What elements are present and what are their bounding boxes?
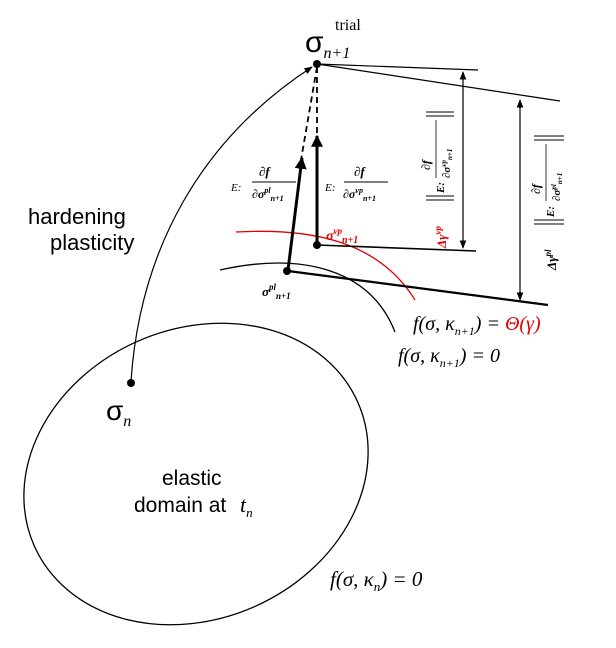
extension-trial-to-vp-bar: [316, 63, 479, 71]
sigma-trial-superscript: trial: [335, 17, 361, 34]
point-sigma-vp: [313, 241, 321, 249]
svg-text:∂σpln+1: ∂σpln+1: [252, 186, 284, 203]
yield-surface-theta: [235, 230, 416, 301]
domain-at-label: domain at: [134, 494, 226, 517]
svg-text:Δγvp: Δγvp: [433, 225, 449, 249]
flow-direction-pl-label: E: ∂f ∂σpln+1: [230, 164, 296, 203]
svg-text:∂f: ∂f: [354, 164, 366, 179]
svg-text:Δγpl: Δγpl: [543, 249, 559, 271]
svg-text:∂f: ∂f: [419, 159, 433, 170]
svg-text:E:: E:: [230, 182, 241, 194]
sigma-n-label: σn: [106, 395, 131, 430]
svg-text:E:: E:: [545, 206, 557, 218]
sigma-pl-label: σpln+1: [262, 282, 291, 301]
loading-path-arrow: [130, 66, 313, 382]
svg-text:∂σvpn+1: ∂σvpn+1: [440, 149, 454, 178]
hardening-label: hardening: [28, 204, 126, 229]
sigma-vp-label: σvpn+1: [326, 226, 358, 246]
yield-function-n1-zero: f(σ, κn+1) = 0: [398, 345, 500, 370]
svg-text:E:: E:: [324, 182, 335, 194]
point-sigma-pl: [283, 267, 291, 275]
plasticity-label: plasticity: [50, 230, 134, 255]
corrector-arrow-pl: [286, 156, 307, 271]
delta-gamma-vp-magnitude: Δγvp E: ∂f ∂σvpn+1: [419, 111, 454, 249]
dashed-line-pl: [300, 66, 318, 161]
point-sigma-trial: [313, 60, 321, 68]
elastic-label: elastic: [162, 467, 222, 490]
yield-function-n: f(σ, κn) = 0: [330, 567, 423, 594]
delta-gamma-pl-magnitude: Δγpl E: ∂f ∂σpln+1: [529, 135, 564, 271]
extension-pl-point: [287, 269, 549, 307]
svg-text:∂σvpn+1: ∂σvpn+1: [343, 186, 376, 203]
yield-function-theta: f(σ, κn+1) = Θ(γ): [413, 313, 541, 338]
flow-direction-vp-label: E: ∂f ∂σvpn+1: [324, 164, 388, 203]
sigma-trial-label: σn+1: [305, 26, 350, 62]
svg-text:E:: E:: [435, 182, 447, 194]
point-sigma-n: [127, 379, 135, 387]
time-tn-label: tn: [240, 492, 253, 520]
svg-text:∂f: ∂f: [529, 183, 543, 194]
yield-surface-zero: [219, 262, 396, 333]
svg-text:∂f: ∂f: [259, 164, 271, 179]
extension-trial-to-pl-bar: [316, 63, 561, 102]
svg-text:∂σpln+1: ∂σpln+1: [550, 173, 564, 201]
elastic-domain-ellipse: [23, 322, 369, 626]
extension-vp-point: [316, 244, 477, 252]
